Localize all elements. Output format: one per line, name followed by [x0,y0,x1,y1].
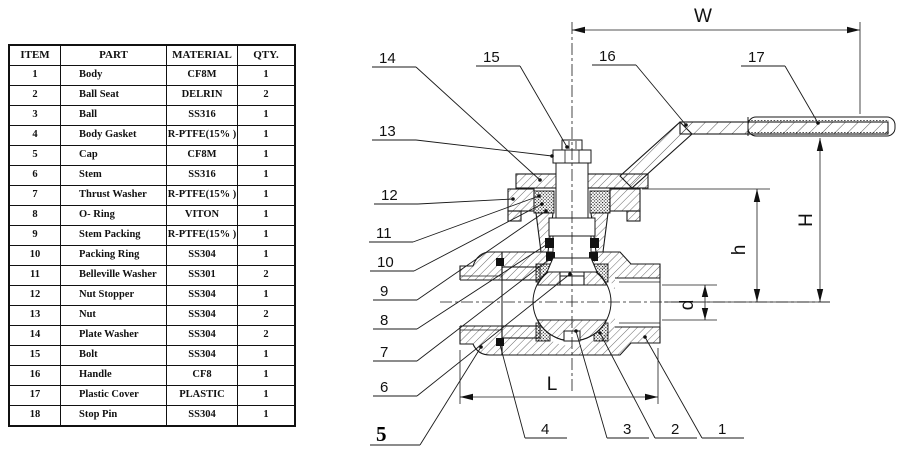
svg-text:11: 11 [376,225,392,242]
dimension-L: L [459,348,659,404]
cell-qty: 1 [237,385,296,406]
parts-table-body: 1 Body CF8M 1 2 Ball Seat DELRIN 2 3 Bal… [8,65,296,427]
callout-1: 1 [643,335,744,439]
callout-15: 15 [476,49,569,149]
table-row: 17 Plastic Cover PLASTIC 1 [8,385,296,406]
table-row: 18 Stop Pin SS304 1 [8,405,296,427]
svg-text:6: 6 [380,379,388,396]
callout-11: 11 [369,194,541,243]
svg-text:5: 5 [376,422,387,446]
table-row: 16 Handle CF8 1 [8,365,296,386]
cell-part: Stop Pin [60,405,167,427]
callout-6: 6 [373,272,572,397]
svg-text:9: 9 [380,283,388,300]
cell-material: PLASTIC [166,385,238,406]
svg-text:1: 1 [718,421,726,438]
callout-3: 3 [574,329,649,439]
dim-label-h: h [729,245,750,256]
table-row: 4 Body Gasket R-PTFE(15% ) 1 [8,125,296,146]
callout-10: 10 [370,202,544,272]
svg-text:2: 2 [671,421,679,438]
cell-material: SS301 [166,265,238,286]
callout-14: 14 [372,50,542,182]
table-row: 3 Ball SS316 1 [8,105,296,126]
svg-text:13: 13 [379,123,396,140]
callout-12: 12 [374,187,515,205]
svg-text:8: 8 [380,312,388,329]
table-row: 14 Plate Washer SS304 2 [8,325,296,346]
parts-table-head: ITEM PART MATERIAL QTY. [8,44,296,66]
svg-text:4: 4 [541,421,549,438]
svg-text:10: 10 [377,254,394,271]
table-row: 1 Body CF8M 1 [8,65,296,86]
dim-label-L: L [547,374,558,395]
callout-9: 9 [373,209,548,301]
svg-text:17: 17 [748,49,765,66]
callout-2: 2 [598,331,697,439]
callout-4: 4 [497,339,567,439]
cell-qty: 1 [237,365,296,386]
cell-qty: 1 [237,405,296,427]
table-row: 12 Nut Stopper SS304 1 [8,285,296,306]
cell-material: SS304 [166,405,238,427]
svg-text:14: 14 [379,50,396,67]
svg-text:15: 15 [483,49,500,66]
svg-text:16: 16 [599,48,616,65]
parts-table: ITEM PART MATERIAL QTY. 1 Body CF8M 1 2 … [8,44,296,427]
table-row: 9 Stem Packing R-PTFE(15% ) 1 [8,225,296,246]
dimension-w: W [572,6,861,114]
dimension-H: H [664,138,830,303]
callout-7: 7 [373,256,553,362]
callout-17: 17 [741,49,820,125]
cell-material: VITON [166,205,238,226]
dimension-d: d [662,284,717,321]
callouts: 14 15 16 17 [369,48,820,446]
callout-13: 13 [372,123,554,158]
dim-label-H: H [796,213,817,227]
svg-text:7: 7 [380,344,388,361]
table-row: 5 Cap CF8M 1 [8,145,296,166]
svg-text:12: 12 [381,187,398,204]
handle [619,121,889,189]
dim-label-d: d [677,300,698,311]
dimension-h: h [642,188,770,302]
plastic-cover [747,116,896,137]
table-row: 6 Stem SS316 1 [8,165,296,186]
header-row: ITEM PART MATERIAL QTY. [8,44,296,66]
table-row: 15 Bolt SS304 1 [8,345,296,366]
dim-label-w: W [694,6,712,27]
table-row: 7 Thrust Washer R-PTFE(15% ) 1 [8,185,296,206]
svg-text:3: 3 [623,421,631,438]
table-row: 11 Belleville Washer SS301 2 [8,265,296,286]
table-row: 8 O- Ring VITON 1 [8,205,296,226]
callout-5: 5 [370,345,483,446]
cell-qty: 1 [237,245,296,266]
cell-part: Plastic Cover [60,385,167,406]
callout-16: 16 [592,48,688,127]
callout-8: 8 [373,241,551,330]
